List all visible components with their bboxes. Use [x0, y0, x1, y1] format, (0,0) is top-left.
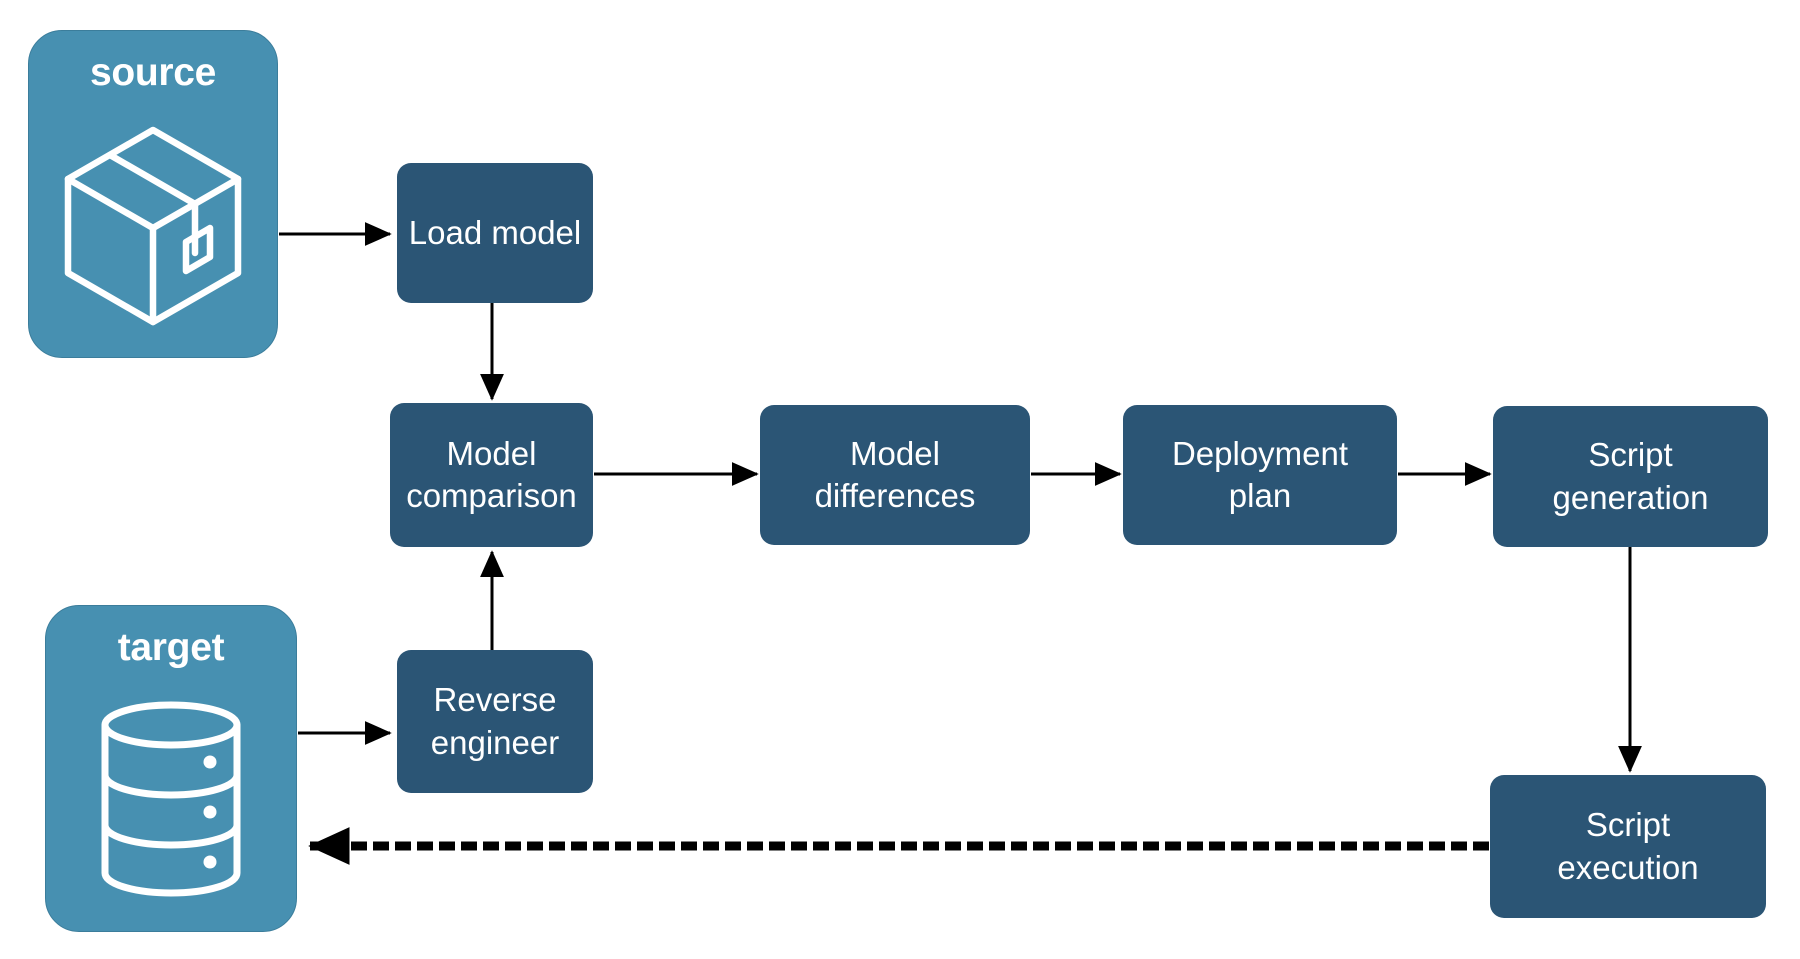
process-script-generation[interactable]: Script generation	[1493, 406, 1768, 547]
process-load-model[interactable]: Load model	[397, 163, 593, 303]
endpoint-source[interactable]: source	[28, 30, 278, 358]
process-script-generation-label: Script generation	[1552, 436, 1709, 516]
process-script-execution-label: Script execution	[1557, 806, 1699, 886]
process-script-execution[interactable]: Script execution	[1490, 775, 1766, 918]
process-model-differences-label: Model differences	[814, 434, 976, 514]
process-reverse-engineer-label: Reverse engineer	[430, 681, 560, 761]
package-box-icon	[29, 92, 277, 357]
endpoint-source-label: source	[89, 51, 217, 94]
process-deployment-plan-label: Deployment plan	[1171, 434, 1349, 514]
process-reverse-engineer[interactable]: Reverse engineer	[397, 650, 593, 793]
process-model-comparison[interactable]: Model comparison	[390, 403, 593, 547]
process-load-model-label: Load model	[408, 213, 582, 251]
database-cylinder-icon	[46, 667, 296, 931]
endpoint-target[interactable]: target	[45, 605, 297, 932]
process-model-comparison-label: Model comparison	[406, 434, 577, 514]
endpoint-target-label: target	[117, 626, 225, 669]
process-model-differences[interactable]: Model differences	[760, 405, 1030, 545]
process-deployment-plan[interactable]: Deployment plan	[1123, 405, 1397, 545]
